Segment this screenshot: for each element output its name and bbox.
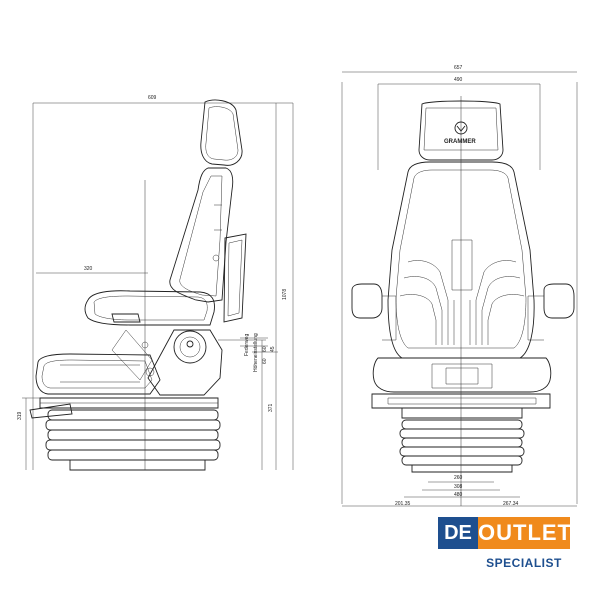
dim-front-left-offset: 201.35 xyxy=(395,501,411,507)
logo-specialist-text: SPECIALIST xyxy=(486,556,562,570)
brand-text: GRAMMER xyxy=(444,139,476,145)
side-headrest xyxy=(200,99,243,166)
side-view: 609 320 1078 319 371 Federweg Höheneinst… xyxy=(17,95,294,471)
side-pivot xyxy=(173,330,207,364)
annotation-60b: 60 xyxy=(262,358,268,364)
logo-de-box: DE xyxy=(438,517,478,549)
side-armrest xyxy=(111,313,141,323)
front-view: 657 490 GRAMMER xyxy=(341,65,578,507)
front-backrest xyxy=(387,161,535,359)
annotation-federweg: Federweg xyxy=(244,334,250,356)
dim-side-base-height: 319 xyxy=(17,411,23,420)
backrest-channels xyxy=(399,239,525,345)
side-seat-cushion xyxy=(84,290,215,326)
logo-outlet-box: OUTLET xyxy=(478,517,571,549)
dim-front-outer-width: 657 xyxy=(454,65,463,71)
dim-side-base-height-inner: 371 xyxy=(268,403,274,412)
annotation-60a: 60 xyxy=(262,346,268,352)
logo-top-bar: DE OUTLET xyxy=(438,517,571,549)
front-seat-cushion xyxy=(372,357,552,393)
dim-front-inner-width: 490 xyxy=(454,77,463,83)
dim-front-260: 260 xyxy=(454,475,463,481)
dim-front-480: 480 xyxy=(454,492,463,498)
side-seat-frame xyxy=(35,353,161,395)
front-headrest xyxy=(418,100,504,161)
front-bellows xyxy=(399,419,525,473)
dim-side-overall-height: 1078 xyxy=(282,289,288,300)
front-armrest-left xyxy=(351,283,383,319)
annotation-hoeheneinstellung: Höheneinstellung xyxy=(253,333,259,372)
dim-side-top-width: 609 xyxy=(148,95,157,101)
annotation-45: 45 xyxy=(270,346,276,352)
side-bellows xyxy=(45,409,221,471)
front-armrest-right xyxy=(543,283,575,319)
dim-front-308: 308 xyxy=(454,484,463,490)
dim-front-right-offset: 267.34 xyxy=(503,501,519,507)
dim-side-seat-depth: 320 xyxy=(84,266,93,272)
outlet-specialist-logo: DE OUTLET SPECIALIST xyxy=(438,517,571,579)
side-backrest xyxy=(169,167,234,303)
